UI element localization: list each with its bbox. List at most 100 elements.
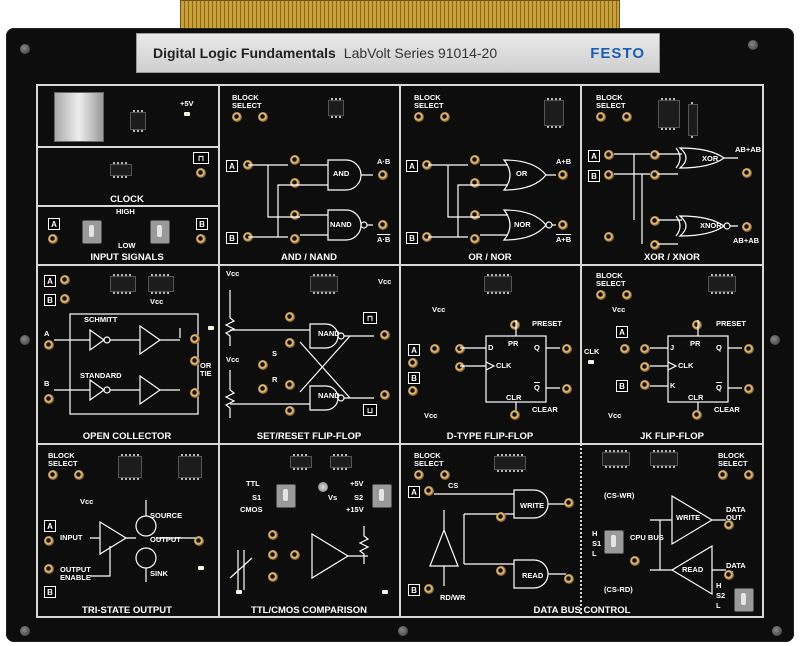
block-select-jack[interactable] — [74, 470, 84, 480]
jack[interactable] — [285, 406, 295, 416]
q-bar-output-jack[interactable] — [380, 390, 390, 400]
toggle-switch-a[interactable] — [82, 220, 102, 244]
gate-input-jack[interactable] — [650, 170, 660, 180]
jack[interactable] — [496, 566, 506, 576]
plus15v-label: +15V — [346, 505, 364, 514]
ttl-cmos-schematic — [229, 526, 370, 590]
label-a-box: A — [588, 150, 600, 162]
block-select-jack[interactable] — [718, 470, 728, 480]
toggle-switch-s2[interactable] — [372, 484, 392, 508]
cpu-bus-jack[interactable] — [630, 556, 640, 566]
nand-output-jack[interactable] — [378, 220, 388, 230]
set-jack[interactable] — [258, 360, 268, 370]
output-jack-b[interactable] — [190, 388, 200, 398]
block-select-jack[interactable] — [440, 470, 450, 480]
block-select-jack[interactable] — [440, 112, 450, 122]
ground-jack[interactable] — [604, 232, 614, 242]
and-output-jack[interactable] — [378, 170, 388, 180]
input-jack[interactable] — [44, 536, 54, 546]
toggle-switch-s2[interactable] — [734, 588, 754, 612]
jack[interactable] — [285, 338, 295, 348]
preset-jack[interactable] — [692, 320, 702, 330]
gate-input-jack[interactable] — [650, 240, 660, 250]
input-jack-b[interactable] — [604, 170, 614, 180]
gate-input-jack[interactable] — [650, 216, 660, 226]
vcc-label: Vcc — [150, 297, 164, 306]
d-input-jack[interactable] — [455, 344, 465, 354]
clear-jack[interactable] — [692, 410, 702, 420]
preset-jack[interactable] — [510, 320, 520, 330]
xor-output-jack[interactable] — [742, 168, 752, 178]
jack[interactable] — [60, 294, 70, 304]
jack[interactable] — [285, 312, 295, 322]
input-jack-a[interactable] — [604, 150, 614, 160]
enable-jack[interactable] — [44, 564, 54, 574]
output-jack[interactable] — [194, 536, 204, 546]
block-select-jack[interactable] — [258, 112, 268, 122]
gate-input-jack[interactable] — [470, 178, 480, 188]
xnor-output-jack[interactable] — [742, 222, 752, 232]
q-bar-output-jack[interactable] — [744, 384, 754, 394]
block-select-jack[interactable] — [414, 112, 424, 122]
input-jack-a[interactable] — [422, 160, 432, 170]
cs-jack[interactable] — [424, 486, 434, 496]
q-output-jack[interactable] — [380, 330, 390, 340]
clear-jack[interactable] — [510, 410, 520, 420]
or-tie-jack[interactable] — [190, 356, 200, 366]
q-output-jack[interactable] — [744, 344, 754, 354]
jack[interactable] — [408, 358, 418, 368]
gate-input-jack[interactable] — [290, 234, 300, 244]
clk-input-jack[interactable] — [640, 362, 650, 372]
block-select-jack[interactable] — [622, 290, 632, 300]
q-bar-output-jack[interactable] — [562, 384, 572, 394]
k-input-jack[interactable] — [640, 380, 650, 390]
jack[interactable] — [285, 380, 295, 390]
j-input-jack[interactable] — [640, 344, 650, 354]
toggle-switch-s1[interactable] — [276, 484, 296, 508]
input-jack-b[interactable] — [422, 232, 432, 242]
block-select-jack[interactable] — [744, 470, 754, 480]
xor-xnor-schematic — [614, 147, 738, 245]
jack-a[interactable] — [48, 234, 58, 244]
input-jack-b[interactable] — [44, 394, 54, 404]
block-select-jack[interactable] — [414, 470, 424, 480]
reset-jack[interactable] — [258, 384, 268, 394]
block-select-jack[interactable] — [596, 112, 606, 122]
gate-input-jack[interactable] — [290, 178, 300, 188]
gate-input-jack[interactable] — [470, 210, 480, 220]
data-out-jack[interactable] — [724, 520, 734, 530]
q-output-jack[interactable] — [562, 344, 572, 354]
jack[interactable] — [430, 344, 440, 354]
jack[interactable] — [564, 574, 574, 584]
jack[interactable] — [268, 550, 278, 560]
gate-input-jack[interactable] — [290, 155, 300, 165]
clk-input-jack[interactable] — [455, 362, 465, 372]
input-jack-a[interactable] — [44, 340, 54, 350]
toggle-switch-b[interactable] — [150, 220, 170, 244]
output-jack-a[interactable] — [190, 334, 200, 344]
nor-output-jack[interactable] — [558, 220, 568, 230]
jack[interactable] — [564, 498, 574, 508]
toggle-switch-s1[interactable] — [604, 530, 624, 554]
jack[interactable] — [408, 386, 418, 396]
gate-input-jack[interactable] — [290, 210, 300, 220]
block-select-jack[interactable] — [232, 112, 242, 122]
jack-b[interactable] — [196, 234, 206, 244]
jack[interactable] — [496, 512, 506, 522]
block-select-jack[interactable] — [596, 290, 606, 300]
jack[interactable] — [620, 344, 630, 354]
gate-input-jack[interactable] — [470, 155, 480, 165]
gate-input-jack[interactable] — [470, 234, 480, 244]
clock-jack[interactable] — [196, 168, 206, 178]
block-select-jack[interactable] — [48, 470, 58, 480]
jack[interactable] — [268, 572, 278, 582]
test-point[interactable] — [318, 482, 328, 492]
block-select-jack[interactable] — [622, 112, 632, 122]
or-output-jack[interactable] — [558, 170, 568, 180]
jack[interactable] — [60, 275, 70, 285]
gate-input-jack[interactable] — [650, 150, 660, 160]
jack[interactable] — [268, 530, 278, 540]
jack[interactable] — [290, 550, 300, 560]
rd-wr-jack[interactable] — [424, 584, 434, 594]
data-in-jack[interactable] — [724, 570, 734, 580]
